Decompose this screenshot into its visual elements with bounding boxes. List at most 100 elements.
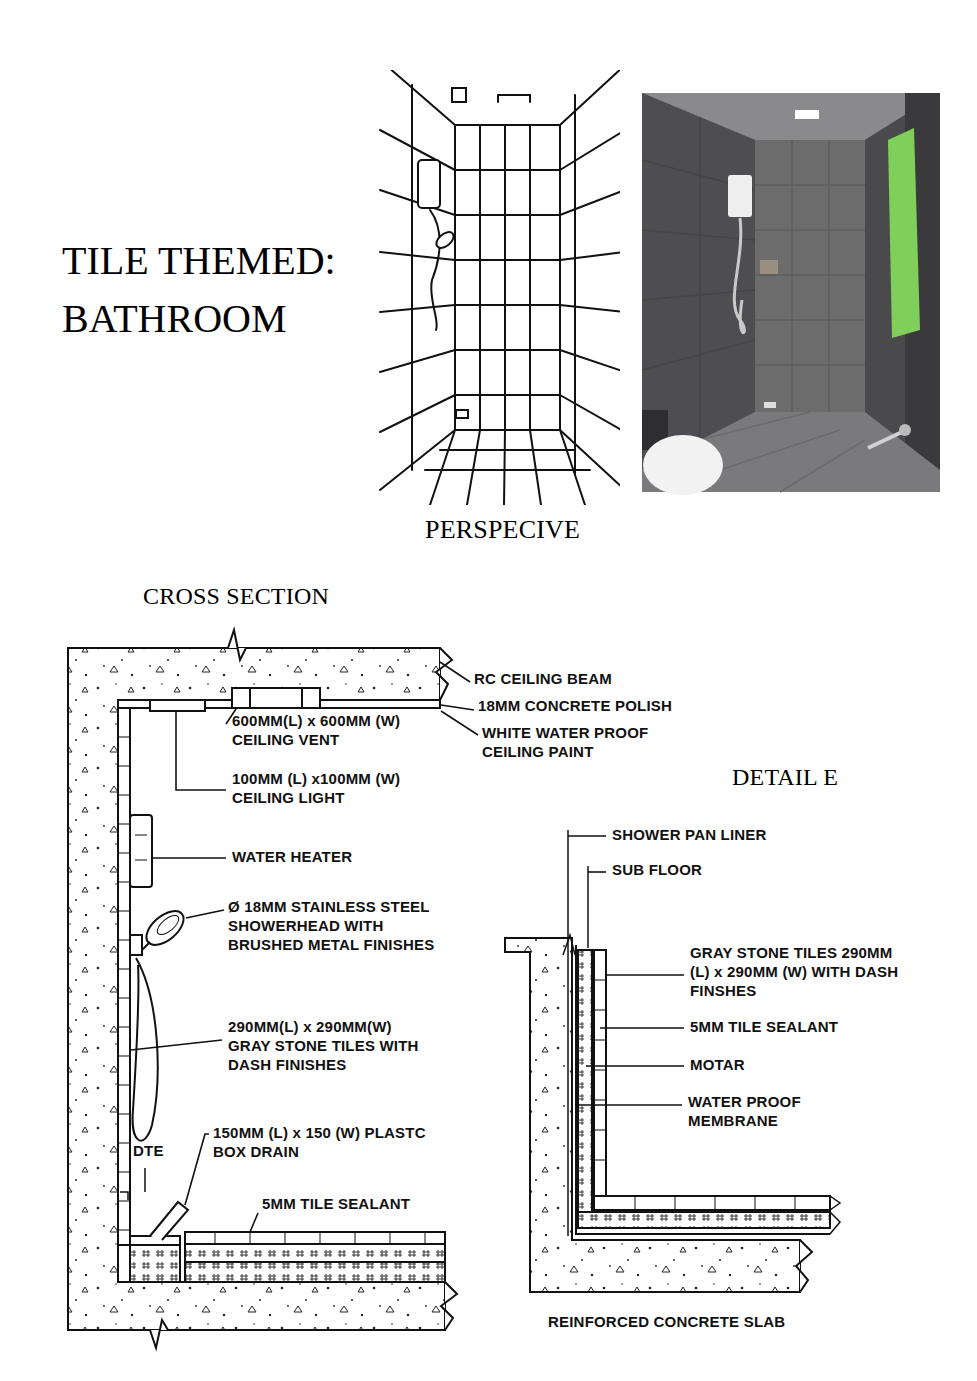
cross-section (135, 835, 147, 860)
cross-section (130, 935, 142, 955)
cross-section (232, 688, 320, 708)
bathroom-photo (755, 140, 865, 412)
callout-label: GRAY STONE TILES 290MM (L) x 290MM (W) W… (690, 944, 900, 1000)
detail-e (594, 950, 606, 1196)
cross-section (185, 1262, 445, 1282)
view-heading: DETAIL E (732, 763, 932, 792)
cross-section (68, 630, 457, 1348)
callout-label: REINFORCED CONCRETE SLAB (548, 1313, 788, 1332)
callout-label: 5MM TILE SEALANT (262, 1195, 462, 1214)
bathroom-photo (643, 435, 723, 495)
leader-lines (153, 857, 226, 859)
cross-section (130, 815, 152, 887)
detail-e (587, 866, 589, 948)
detail-e (563, 935, 575, 955)
callout-label: WATER PROOF MEMBRANE (688, 1093, 828, 1131)
callout-label: WHITE WATER PROOF CEILING PAINT (482, 724, 672, 762)
detail-e (578, 950, 592, 1212)
bathroom-photo (888, 128, 920, 338)
leader-lines (440, 662, 470, 682)
bathroom-photo (642, 117, 755, 440)
cross-section (120, 1168, 145, 1200)
perspective-sketch (560, 70, 620, 490)
callout-label: WATER HEATER (232, 848, 432, 867)
cross-section (154, 912, 182, 938)
bathroom-photo (642, 93, 940, 492)
bathroom-photo (755, 140, 865, 412)
view-heading: PERSPECIVE (425, 514, 645, 545)
cross-section (250, 688, 302, 708)
leader-lines (185, 1134, 209, 1205)
cross-section (140, 905, 189, 952)
callout-label: 290MM(L) x 290MM(W) GRAY STONE TILES WIT… (228, 1018, 433, 1074)
detail-e (505, 830, 840, 1292)
cross-section (118, 737, 130, 1230)
perspective-sketch (380, 70, 620, 505)
detail-e (830, 1196, 840, 1234)
cross-section (68, 648, 445, 1330)
perspective-sketch (455, 125, 560, 430)
leader-lines (441, 705, 474, 710)
bathroom-photo (795, 110, 819, 119)
bathroom-photo (899, 424, 911, 436)
bathroom-photo (642, 93, 755, 470)
cross-section (118, 708, 130, 1245)
cross-section (185, 1244, 445, 1262)
perspective-sketch (425, 450, 590, 470)
cross-section (185, 1232, 445, 1244)
leader-lines (250, 1213, 258, 1232)
callout-label: 5MM TILE SEALANT (690, 1018, 890, 1037)
bathroom-photo (764, 402, 776, 408)
leader-lines (441, 711, 478, 735)
cross-section (215, 1232, 425, 1244)
bathroom-photo (868, 432, 902, 448)
callout-label: Ø 18MM STAINLESS STEEL SHOWERHEAD WITH B… (228, 898, 440, 954)
cross-section (142, 942, 150, 950)
callout-label: RC CEILING BEAM (474, 670, 694, 689)
bathroom-photo (734, 218, 744, 333)
perspective-sketch (456, 410, 468, 418)
bathroom-photo (760, 260, 778, 274)
cross-section (130, 1245, 180, 1282)
perspective-sketch (430, 430, 585, 505)
cross-section (228, 630, 246, 660)
leader-lines (131, 662, 684, 1232)
leader-lines (600, 1027, 684, 1029)
callout-label: MOTAR (690, 1056, 840, 1075)
detail-e (578, 1212, 830, 1228)
bathroom-photo (700, 412, 865, 492)
perspective-sketch (380, 70, 455, 490)
cross-section (150, 700, 205, 711)
callout-label: 150MM (L) x 150 (W) PLASTC BOX DRAIN (213, 1124, 428, 1162)
perspective-sketch (452, 88, 466, 102)
perspective-sketch (498, 95, 530, 102)
bathroom-photo (642, 93, 940, 495)
cross-section (150, 1202, 188, 1240)
bathroom-photo (728, 175, 752, 217)
perspective-sketch (418, 160, 440, 208)
perspective-sketch (412, 85, 575, 475)
detail-e (567, 830, 569, 1236)
perspective-sketch (433, 229, 456, 251)
page-title: TILE THEMED: BATHROOM (62, 232, 380, 348)
perspective-sketch (430, 210, 440, 330)
callout-label: 100MM (L) x100MM (W) CEILING LIGHT (232, 770, 437, 808)
callout-label: SHOWER PAN LINER (612, 826, 832, 845)
leader-lines (176, 712, 226, 790)
cross-section (441, 1282, 457, 1330)
callout-label: DTE (133, 1142, 183, 1161)
leader-lines (568, 835, 606, 837)
view-heading: CROSS SECTION (143, 582, 403, 611)
leader-lines (577, 1104, 682, 1106)
callout-label: 600MM(L) x 600MM (W) CEILING VENT (232, 712, 437, 750)
cross-section (436, 648, 452, 700)
callout-label: SUB FLOOR (612, 861, 762, 880)
cross-section (150, 1320, 168, 1348)
perspective-sketch (455, 170, 560, 395)
leader-lines (131, 1040, 222, 1050)
leader-lines (606, 974, 684, 976)
leader-lines (588, 871, 606, 873)
detail-e (796, 1240, 812, 1292)
